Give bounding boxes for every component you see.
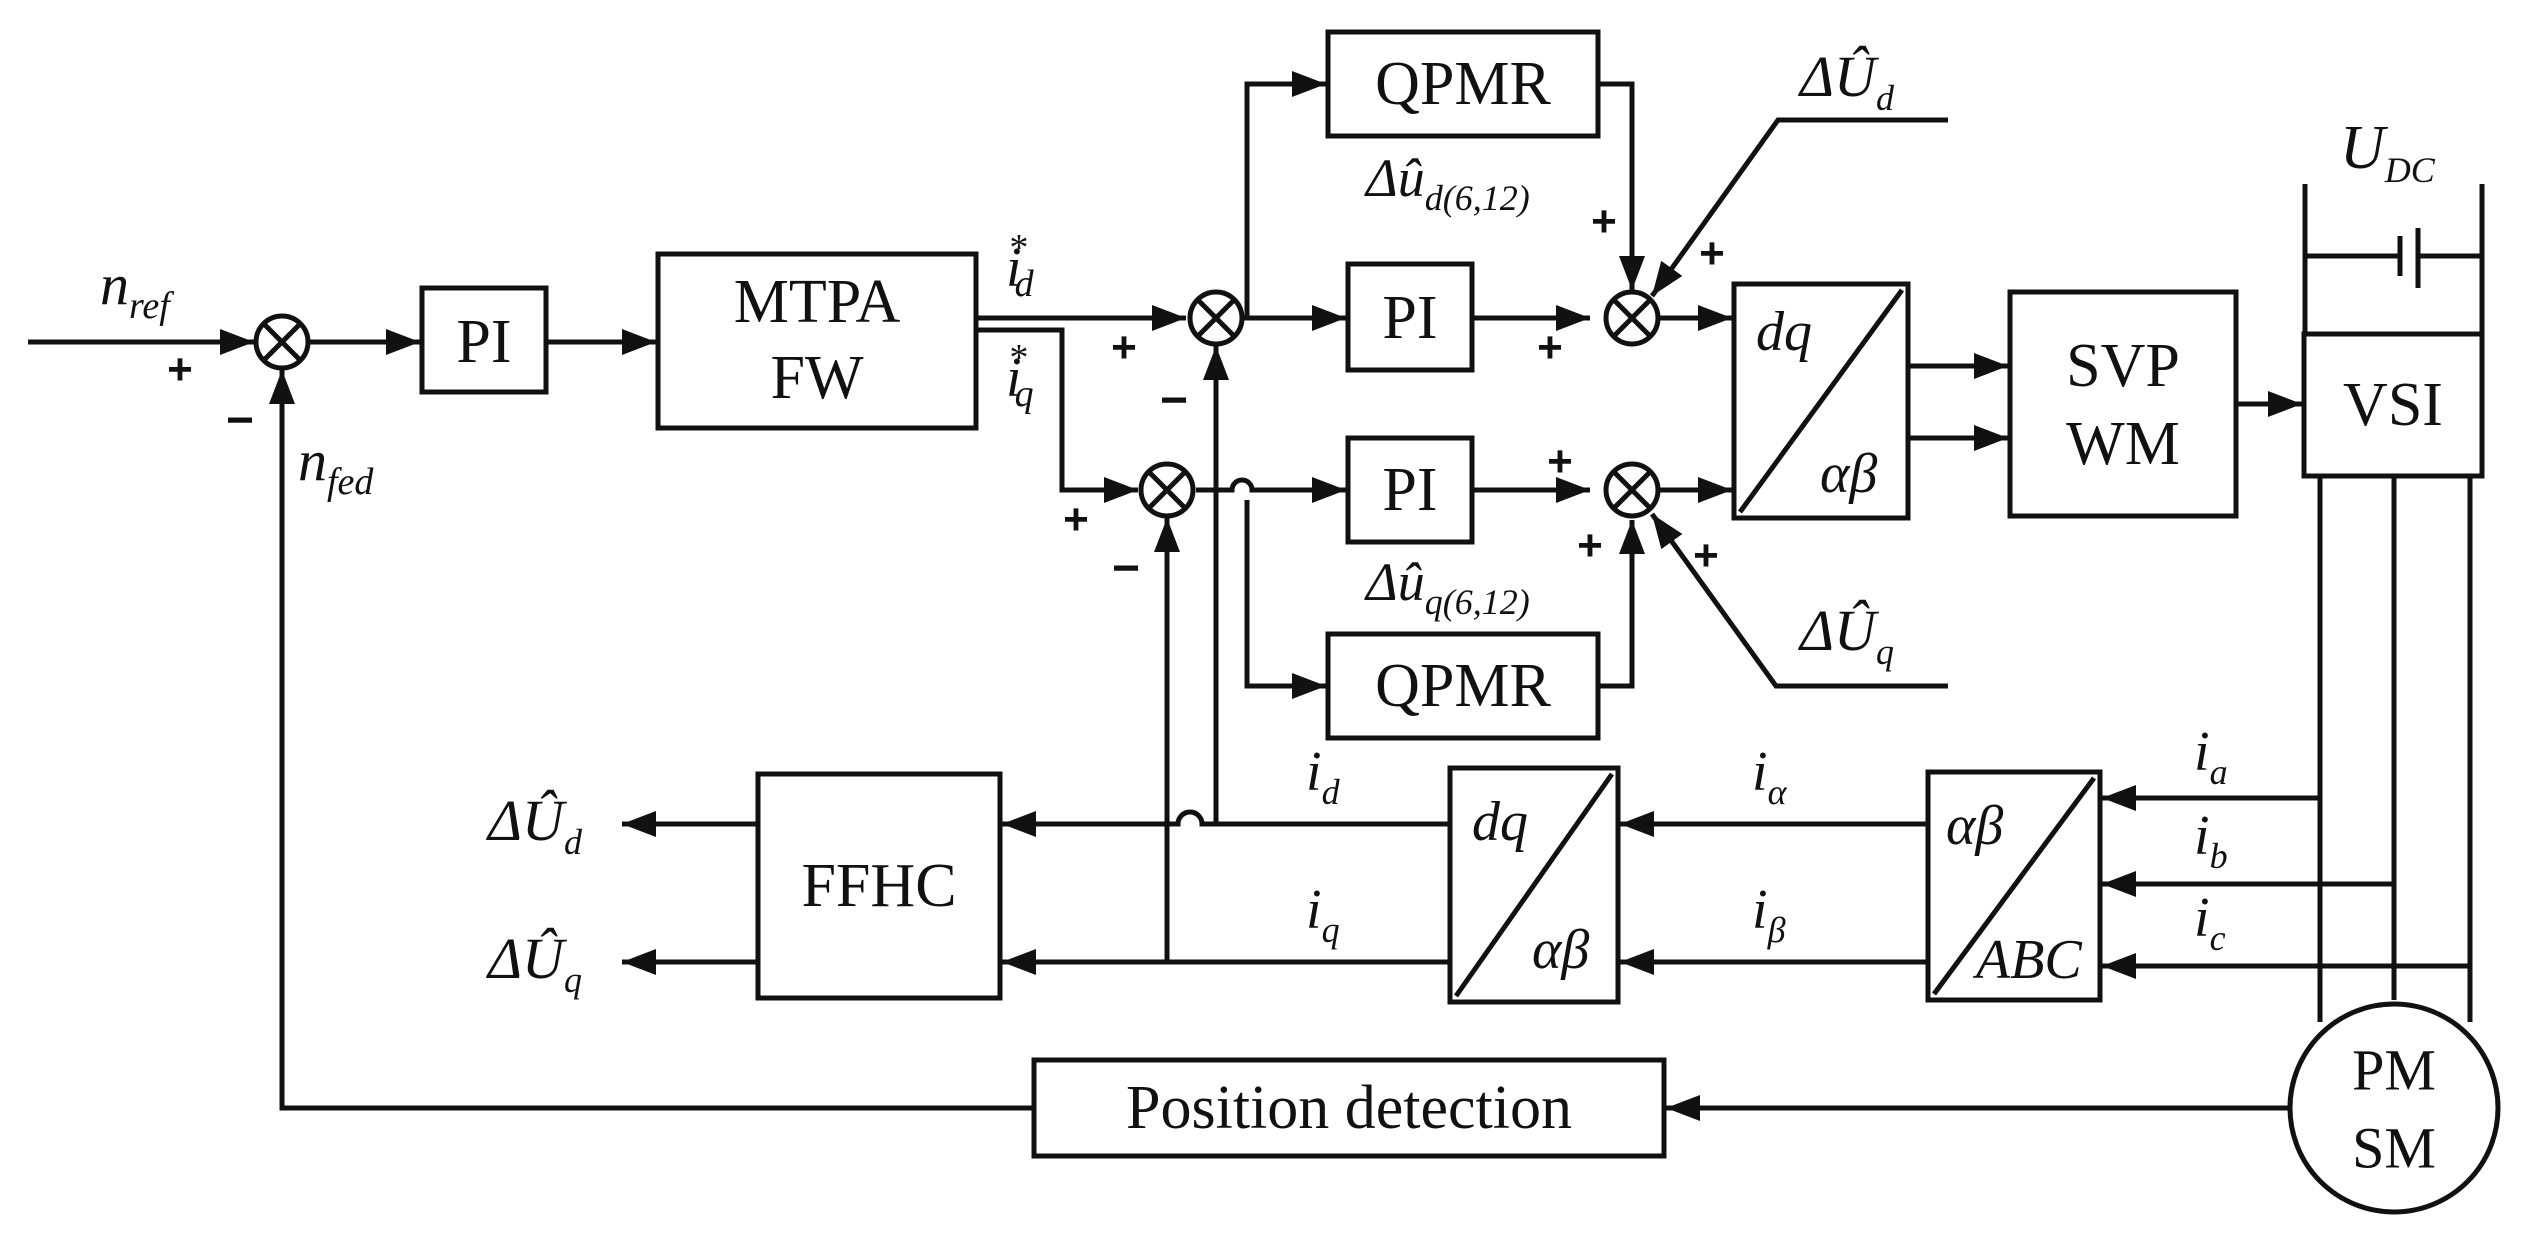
- wire-sumq-to-qpmr-bottom: [1244, 500, 1326, 699]
- wire-dUq-in: [1649, 512, 1948, 689]
- pmsm-motor: PM SM: [2287, 1001, 2501, 1215]
- pmsm-line2: SM: [2352, 1116, 2436, 1181]
- n-fed-label: nfed: [298, 428, 374, 503]
- signal-labels: nref nfed i*d i*q Δûd(6,12) Δûq(6,12) ΔÛ…: [100, 44, 2436, 1000]
- wire-sumd-to-qpmr-top: [1244, 71, 1326, 318]
- pi-speed-block: PI: [419, 285, 549, 395]
- sign-q-minus: −: [1112, 542, 1140, 595]
- vsi-label: VSI: [2343, 371, 2443, 439]
- sign-ud-plus-top: +: [1591, 197, 1617, 246]
- pi-d-block: PI: [1345, 261, 1475, 373]
- ffhc-block: FFHC: [755, 771, 1003, 1001]
- inverse-park-top-label: dq: [1756, 301, 1812, 363]
- sign-q-plus: +: [1063, 495, 1089, 544]
- clarke-top-label: αβ: [1946, 795, 2003, 857]
- pmsm-line1: PM: [2352, 1038, 2436, 1103]
- sign-speed-minus: −: [226, 394, 254, 447]
- summing-junction-uq: [1603, 461, 1661, 519]
- pi-d-label: PI: [1382, 284, 1437, 352]
- pi-speed-label: PI: [456, 308, 511, 376]
- ib-label: ib: [2194, 805, 2228, 876]
- svpwm-line1: SVP: [2066, 332, 2180, 400]
- clarke-bottom-label: ABC: [1972, 929, 2082, 991]
- qpmr-bottom-rect: [1325, 631, 1601, 741]
- signal-wires: [28, 71, 2485, 1121]
- wire-qpmr-top-out: [1598, 81, 1645, 290]
- clarke-transform: αβ ABC: [1925, 769, 2103, 1003]
- park-transform: dq αβ: [1447, 765, 1621, 1005]
- position-detection-block: Position detection: [1031, 1057, 1667, 1159]
- n-ref-label: nref: [100, 252, 174, 327]
- sign-uq-plus-left: +: [1577, 521, 1603, 570]
- position-detection-label: Position detection: [1126, 1074, 1572, 1142]
- iq-feedback-label: iq: [1306, 879, 1340, 950]
- park-top-label: dq: [1472, 791, 1528, 853]
- summing-junction-id: [1187, 289, 1245, 347]
- summing-junction-iq: [1138, 461, 1196, 519]
- dUq-input-label: ΔÛq: [1798, 598, 1894, 672]
- park-bottom-label: αβ: [1532, 919, 1589, 981]
- summing-junction-speed: [253, 313, 311, 371]
- svpwm-line2: WM: [2066, 410, 2180, 478]
- vsi-block: VSI: [2301, 331, 2485, 479]
- udc-label: UDC: [2340, 114, 2436, 190]
- summing-signs: + − + − + − + + + + + +: [167, 197, 1725, 595]
- id-star-label: i*d: [1006, 227, 1035, 305]
- sign-ud-plus-right: +: [1699, 229, 1725, 278]
- qpmr-top-rect: [1325, 29, 1601, 139]
- summing-junction-ud: [1603, 289, 1661, 347]
- wire-dc-link: [2302, 184, 2485, 334]
- svpwm-block: SVP WM: [2007, 289, 2239, 519]
- id-feedback-label: id: [1306, 741, 1341, 812]
- du-d612-label: Δûd(6,12): [1364, 148, 1530, 218]
- qpmr-top-block: QPMR: [1325, 29, 1601, 139]
- iq-star-label: i*q: [1006, 337, 1034, 415]
- ffhc-rect: [755, 771, 1003, 1001]
- mtpa-fw-block: MTPA FW: [655, 251, 979, 431]
- sign-ud-plus-left: +: [1537, 323, 1563, 372]
- inverse-park-transform: dq αβ: [1731, 281, 1911, 521]
- battery-plates: [2397, 228, 2421, 288]
- wire-id-feedback: [1002, 809, 1448, 837]
- wire-sumq-to-piq: [1196, 477, 1346, 503]
- dUq-output-label: ΔÛq: [486, 926, 582, 1000]
- qpmr-bottom-label: QPMR: [1375, 652, 1551, 720]
- ffhc-label: FFHC: [801, 852, 956, 920]
- wire-iq-ref: [978, 327, 1138, 503]
- wire-position-to-sum: [269, 370, 1032, 1111]
- du-q612-label: Δûq(6,12): [1364, 552, 1530, 622]
- pi-q-block: PI: [1345, 435, 1475, 545]
- dUd-input-label: ΔÛd: [1798, 44, 1895, 118]
- dUd-output-label: ΔÛd: [486, 788, 583, 862]
- sign-d-plus: +: [1111, 323, 1137, 372]
- ibeta-label: iβ: [1752, 879, 1786, 950]
- ialpha-label: iα: [1752, 741, 1788, 812]
- inverse-park-bottom-label: αβ: [1820, 443, 1877, 505]
- ia-label: ia: [2194, 721, 2228, 792]
- ic-label: ic: [2194, 887, 2226, 958]
- qpmr-top-label: QPMR: [1375, 50, 1551, 118]
- sign-speed-plus: +: [167, 345, 193, 394]
- mtpa-label: MTPA: [734, 268, 901, 336]
- sign-uq-plus-right: +: [1693, 531, 1719, 580]
- qpmr-bottom-block: QPMR: [1325, 631, 1601, 741]
- sign-d-minus: −: [1160, 374, 1188, 427]
- wire-dUd-in: [1649, 117, 1948, 298]
- fw-label: FW: [771, 344, 864, 412]
- sign-uq-plus-top: +: [1547, 437, 1573, 486]
- pi-q-label: PI: [1382, 456, 1437, 524]
- wire-qpmr-bottom-out: [1598, 520, 1645, 689]
